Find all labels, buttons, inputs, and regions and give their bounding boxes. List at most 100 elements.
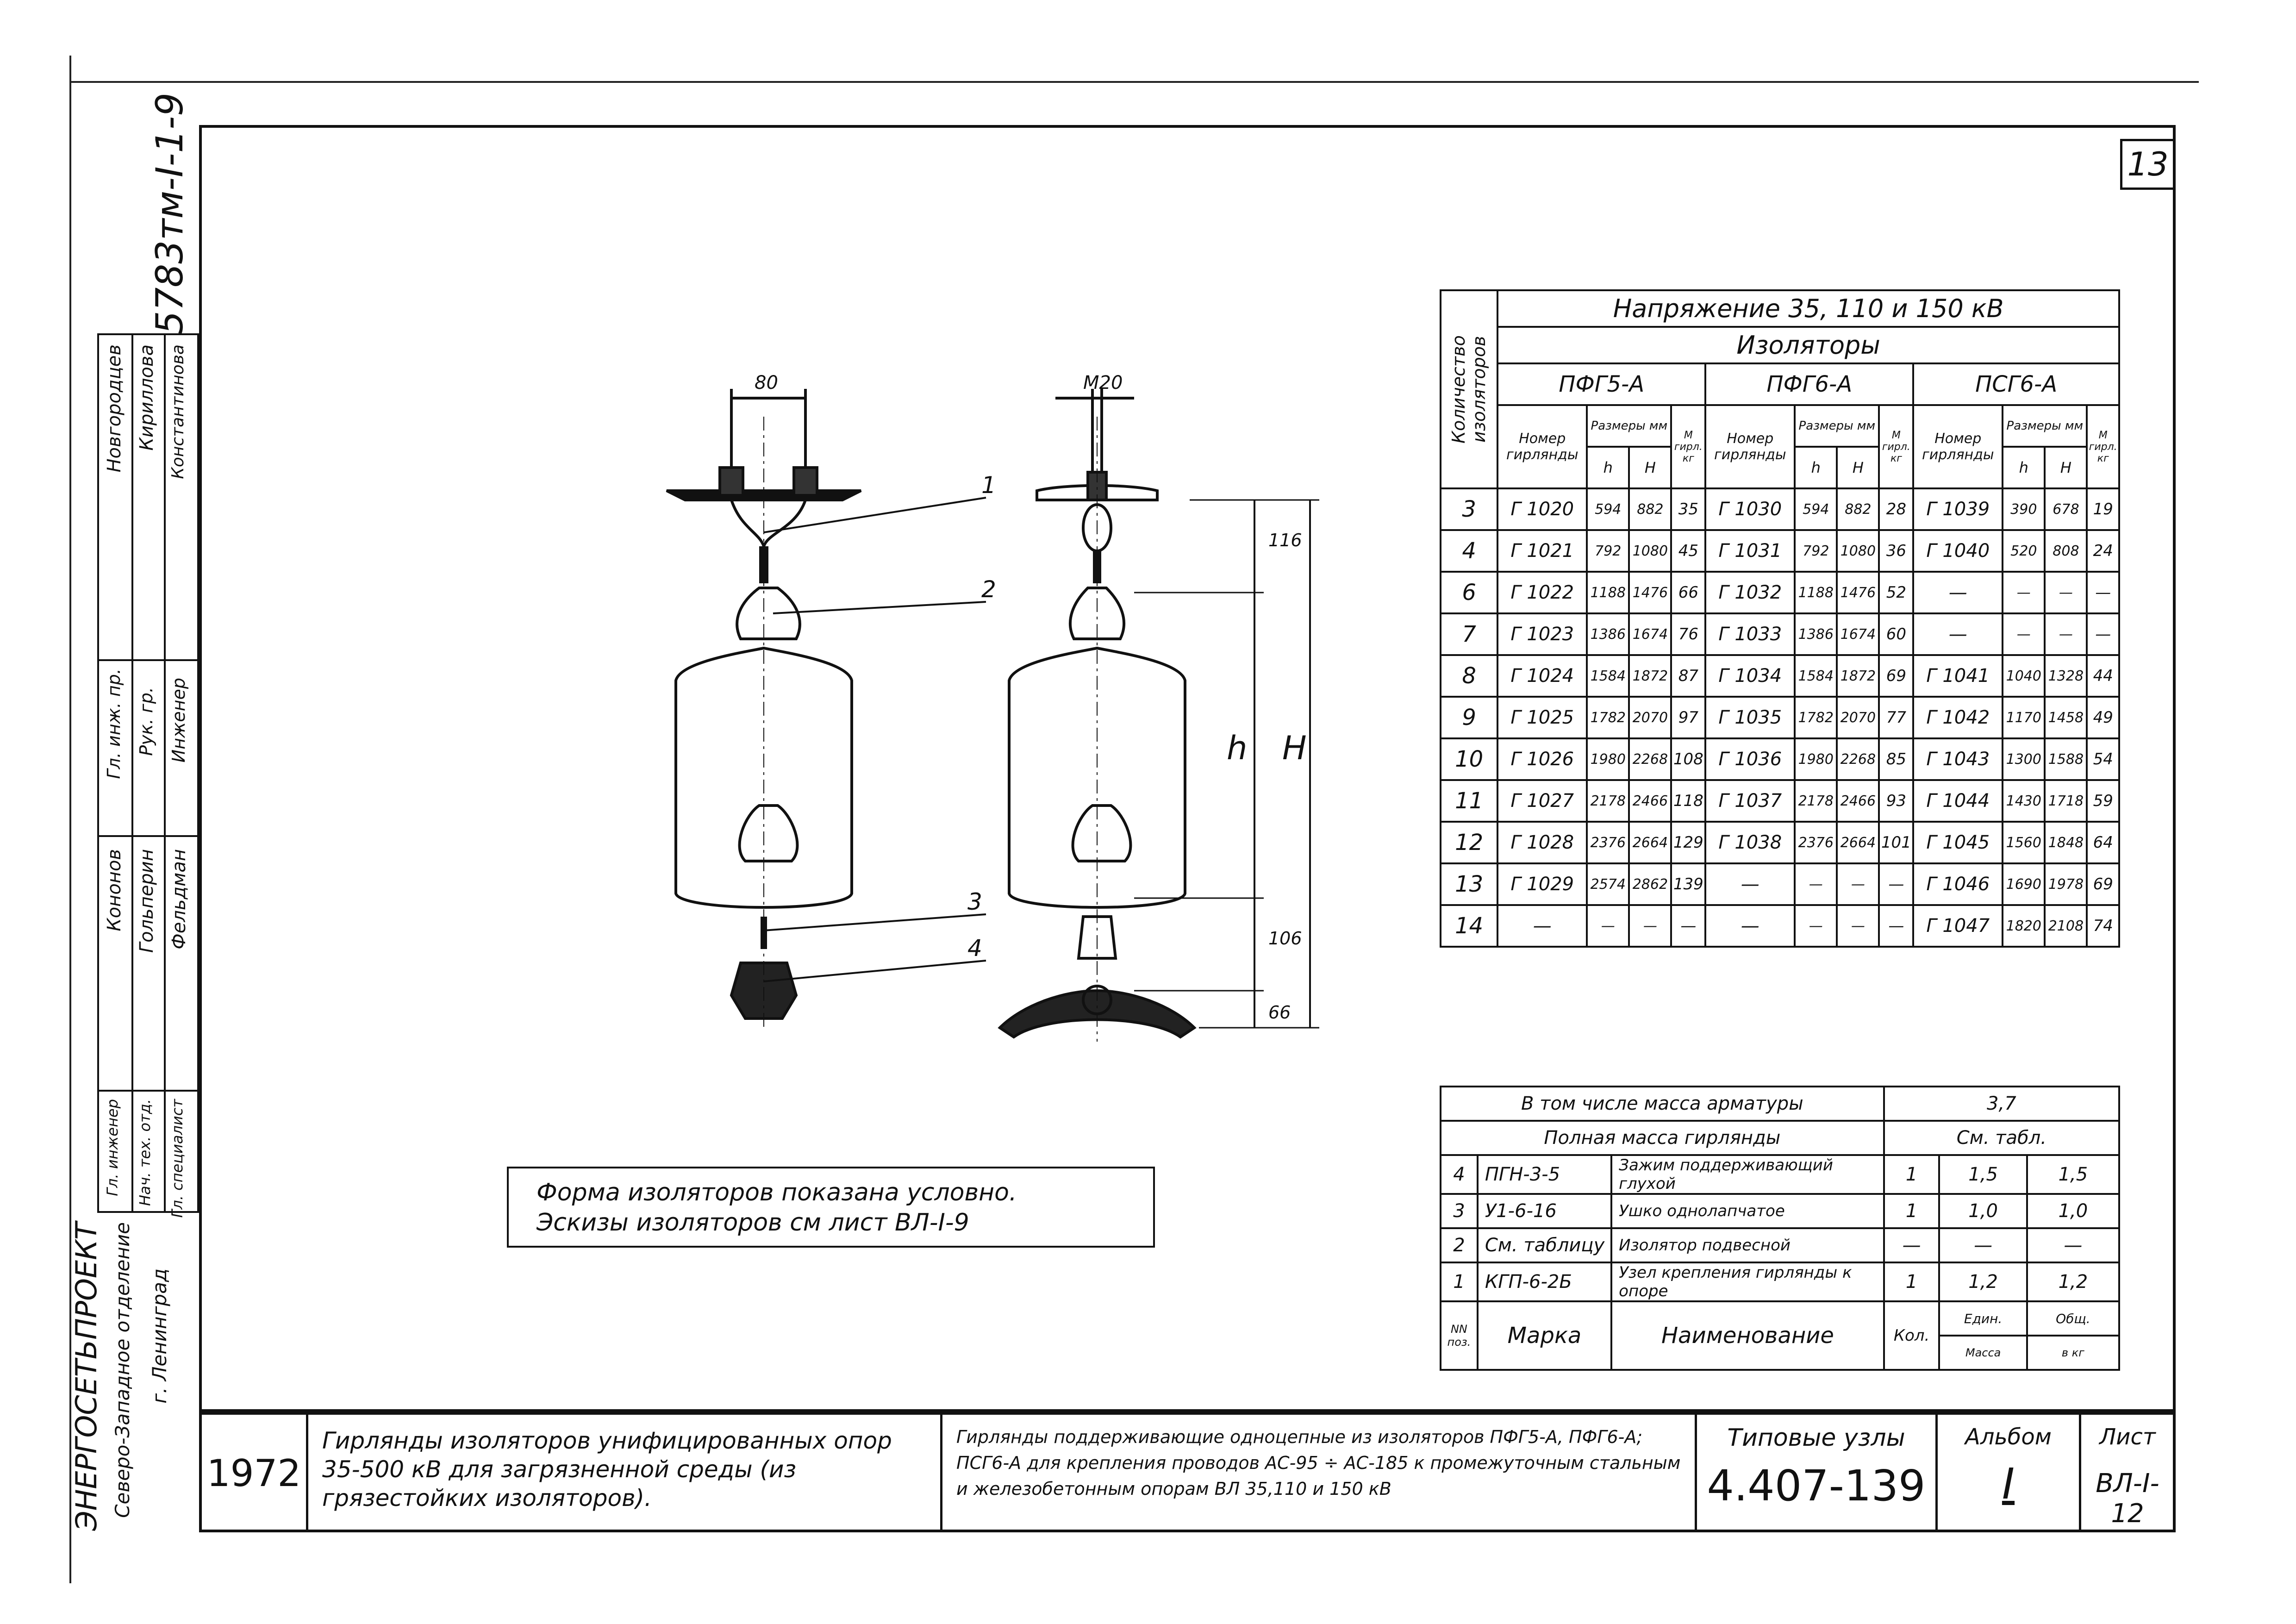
dim-116-label: 116 [1268,530,1302,550]
spec-total-mass: 1,5 [2026,1154,2121,1195]
col-sizes-c: Размеры мм [2002,404,2088,448]
stamp-role-1: Гл. инженер [104,1099,121,1196]
row-H: 1848 [2044,821,2088,864]
row-h: 1300 [2002,737,2046,781]
note-line-1: Форма изоляторов показана условно. [537,1179,1017,1206]
fittings-mass-value: 3,7 [1883,1086,2121,1122]
row-mass: 35 [1670,487,1707,531]
right-cap-bottom [1071,804,1132,862]
row-garland-number: — [1497,904,1588,948]
row-mass: — [2086,571,2120,614]
row-h: 594 [1794,487,1838,531]
tb-series-title: Гирлянды изоляторов унифицированных опор… [322,1427,892,1512]
row-garland-number: Г 1023 [1497,612,1588,656]
roles-grid: Новгородцев Кириллова Константинова Гл. … [97,333,199,1218]
row-garland-number: Г 1046 [1912,862,2004,906]
outer-frame-top [69,81,2199,83]
row-h: 1980 [1794,737,1838,781]
spec-mark: У1-6-16 [1476,1193,1613,1229]
row-h: 792 [1586,529,1630,573]
row-mass: — [2086,612,2120,656]
row-H: 2664 [1628,821,1672,864]
callout-4-leader [763,960,986,982]
stamp-role-5: Гл. инж. пр. [104,668,124,779]
row-H: 1674 [1628,612,1672,656]
doc-number: 5783тм-I-1-9 [148,93,191,335]
row-mass: 24 [2086,529,2120,573]
row-H: — [1628,904,1672,948]
row-h: 2178 [1794,779,1838,823]
left-bolt-2 [792,466,818,497]
row-H: 1872 [1628,654,1672,698]
col-h-b: h [1794,446,1838,489]
spec-h-mass: Масса [1938,1335,2028,1371]
row-mass: 93 [1878,779,1915,823]
row-H: 882 [1836,487,1880,531]
spec-unit-mass: 1,5 [1938,1154,2028,1195]
row-H: 1476 [1836,571,1880,614]
row-garland-number: Г 1026 [1497,737,1588,781]
dim-80-label: 80 [755,372,778,394]
spec-unit-mass: 1,0 [1938,1193,2028,1229]
row-mass: 77 [1878,696,1915,739]
dim-m20-label: M20 [1083,372,1123,394]
tb-year-cell: 1972 [202,1415,308,1530]
row-H: 1588 [2044,737,2088,781]
row-h: 1820 [2002,904,2046,948]
row-mass: 45 [1670,529,1707,573]
row-H: 2070 [1836,696,1880,739]
spec-qty: 1 [1883,1193,1940,1229]
spec-pos: 1 [1440,1262,1479,1302]
right-eye [1077,915,1117,960]
row-H: 1674 [1836,612,1880,656]
row-mass: 87 [1670,654,1707,698]
row-mass: 74 [2086,904,2120,948]
left-bolt-1 [718,466,744,497]
row-h: 2574 [1586,862,1630,906]
row-mass: 101 [1878,821,1915,864]
group-pfg5a: ПФГ5-А [1497,362,1707,406]
spec-h-qty: Кол. [1883,1300,1940,1371]
stamp-name-6: Фельдман [168,849,190,949]
tb-sheet-title-cell: Гирлянды поддерживающие одноцепные из из… [942,1415,1697,1530]
fittings-mass-label: В том числе масса арматуры [1440,1086,1885,1122]
row-H: 1080 [1836,529,1880,573]
spec-mark: См. таблицу [1476,1227,1613,1263]
row-garland-number: Г 1032 [1704,571,1796,614]
row-count: 7 [1439,612,1499,656]
row-garland-number: Г 1042 [1912,696,2004,739]
note-line-2: Эскизы изоляторов см лист ВЛ-I-9 [537,1209,969,1237]
callout-4: 4 [967,935,982,962]
row-garland-number: Г 1033 [1704,612,1796,656]
row-garland-number: Г 1031 [1704,529,1796,573]
row-count: 8 [1439,654,1499,698]
row-mass: 44 [2086,654,2120,698]
insulator-string-drawing: 80 M20 116 106 66 h H 1 2 3 4 [666,372,1319,1042]
row-garland-number: Г 1025 [1497,696,1588,739]
row-count: 6 [1439,571,1499,614]
stamp-name-1: Новгородцев [104,344,125,473]
spec-unit-mass: — [1938,1227,2028,1263]
spec-total-mass: 1,0 [2026,1193,2121,1229]
row-garland-number: Г 1040 [1912,529,2004,573]
col-H-b: H [1836,446,1880,489]
stamp-name-2: Кириллова [136,344,157,451]
col-sizes-a: Размеры мм [1586,404,1672,448]
row-h: 1188 [1794,571,1838,614]
row-H: 1872 [1836,654,1880,698]
row-garland-number: Г 1034 [1704,654,1796,698]
tb-series-cell: Гирлянды изоляторов унифицированных опор… [308,1415,942,1530]
stamp-org: ЭНЕРГОСЕТЬПРОЕКТ [69,1222,103,1531]
spec-h-pos: NN поз. [1440,1300,1479,1371]
row-H: 678 [2044,487,2088,531]
row-mass: 139 [1670,862,1707,906]
row-h: — [2002,571,2046,614]
row-h: 1782 [1586,696,1630,739]
note-box: Форма изоляторов показана условно. Эскиз… [507,1167,1155,1248]
stamp-role-3: Гл. специалист [168,1099,186,1218]
